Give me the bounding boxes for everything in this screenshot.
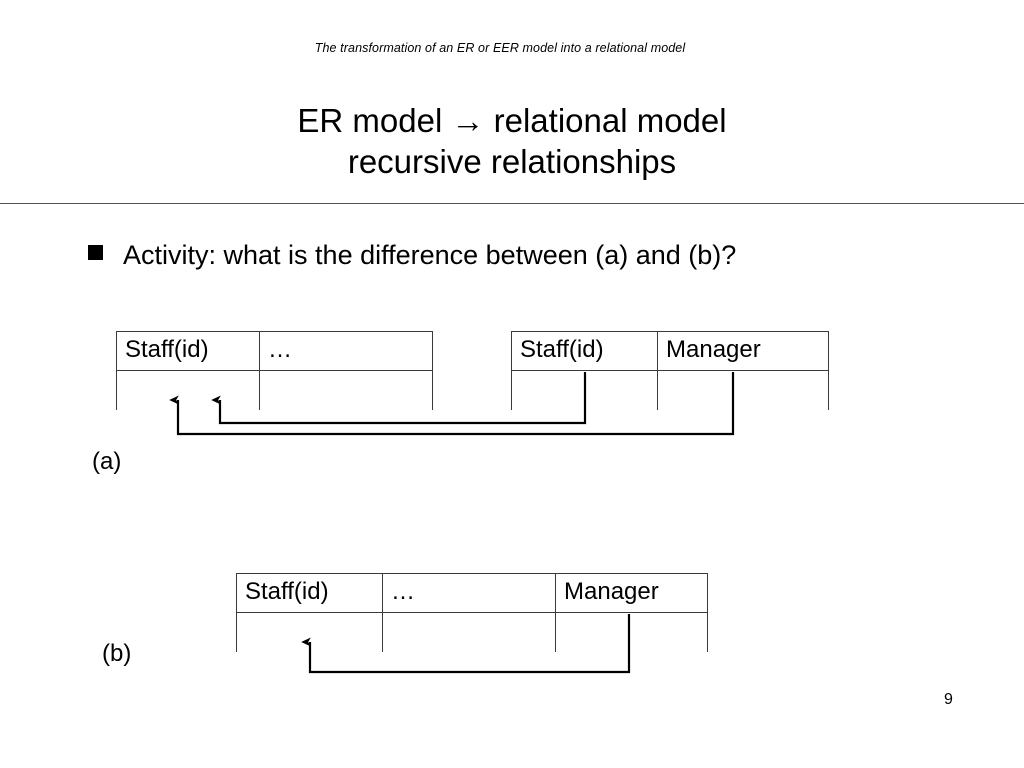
table-a-right: Staff(id) Manager xyxy=(511,331,829,410)
table-b-header-ellipsis: … xyxy=(382,574,555,612)
table-a-left-cell-staffid xyxy=(117,371,259,410)
page-title-line-2: recursive relationships xyxy=(347,143,677,180)
activity-bullet-label: Activity: what is the difference between… xyxy=(123,240,737,270)
table-a-right-header-manager: Manager xyxy=(657,332,828,370)
figure-label-a: (a) xyxy=(92,448,122,475)
table-b-header-row: Staff(id) … Manager xyxy=(237,574,707,613)
table-a-left: Staff(id) … xyxy=(116,331,433,410)
table-b-data-row xyxy=(237,613,707,652)
title-divider-rule xyxy=(0,203,1024,204)
table-b-header-manager: Manager xyxy=(555,574,707,612)
table-a-right-header-staffid: Staff(id) xyxy=(520,336,604,363)
table-b-cell-ellipsis xyxy=(382,613,555,652)
page-number: 9 xyxy=(944,691,953,708)
table-a-right-header-row: Staff(id) Manager xyxy=(512,332,828,371)
table-b-cell-manager xyxy=(555,613,707,652)
table-a-left-data-row xyxy=(117,371,432,410)
table-a-left-header-staffid: Staff(id) xyxy=(125,336,209,363)
running-header: The transformation of an ER or EER model… xyxy=(314,41,686,55)
page-title: ER model → relational model recursive re… xyxy=(0,100,1024,182)
figure-label-b: (b) xyxy=(102,640,132,667)
table-a-right-data-row xyxy=(512,371,828,410)
activity-bullet: Activity: what is the difference between… xyxy=(88,240,736,270)
table-b-header-staffid: Staff(id) xyxy=(245,578,329,605)
table-b: Staff(id) … Manager xyxy=(236,573,708,652)
table-a-left-header-row: Staff(id) … xyxy=(117,332,432,371)
table-a-left-header-ellipsis: … xyxy=(259,332,432,370)
table-a-left-cell-ellipsis xyxy=(259,371,432,410)
table-b-cell-staffid xyxy=(237,613,382,652)
table-a-right-cell-manager xyxy=(657,371,828,410)
square-bullet-icon xyxy=(88,245,103,260)
page-title-line-1: ER model → relational model xyxy=(297,102,727,139)
table-a-right-cell-staffid xyxy=(512,371,657,410)
